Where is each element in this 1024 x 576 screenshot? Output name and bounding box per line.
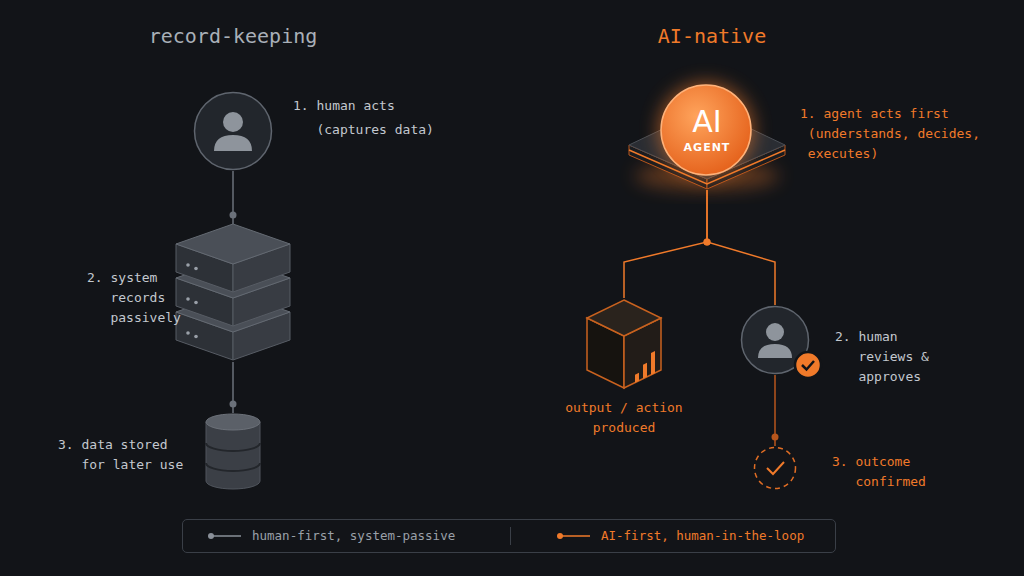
legend-divider (510, 527, 511, 545)
person-icon (740, 305, 810, 375)
shape-part (766, 323, 784, 341)
legend-text: AI-first, human-in-the-loop (601, 528, 804, 544)
shape-part (186, 331, 190, 335)
shape-part (206, 463, 260, 471)
shape-part (176, 224, 290, 264)
check-icon (753, 446, 797, 490)
cube-icon (585, 298, 663, 390)
shape-part (635, 373, 639, 383)
shape-part (643, 363, 647, 379)
agent-subtitle: AGENT (628, 141, 786, 155)
shape-part (194, 267, 198, 271)
shape-part (802, 361, 814, 370)
connector-dot (230, 401, 237, 408)
server-icon (174, 224, 292, 362)
shape-part (206, 414, 260, 430)
shape-part (206, 443, 260, 451)
shape-part (206, 422, 260, 489)
shape-part (186, 297, 190, 301)
legend-box: human-first, system-passive AI-first, hum… (182, 519, 836, 553)
reviewer-circle: 2. human reviews & approves (740, 305, 810, 375)
shape-part (795, 352, 821, 378)
legend-line (560, 535, 590, 537)
database-cylinder: 3. data stored for later use (205, 413, 261, 491)
step-text: 1. human acts (captures data) (293, 94, 446, 142)
shape-part (194, 301, 198, 305)
connector-dot (772, 434, 779, 441)
legend-sample (556, 531, 590, 541)
server-stack: 2. system records passively (174, 224, 292, 362)
shape-part (195, 93, 272, 170)
connector-line (624, 190, 707, 298)
connector-dot (704, 239, 711, 246)
shape-part (758, 344, 792, 358)
shape-part (587, 300, 661, 336)
legend-dot (557, 533, 563, 539)
shape-part (223, 112, 243, 132)
shape-part (651, 351, 655, 375)
step-text: 3. outcome confirmed (832, 452, 945, 492)
legend-line (211, 535, 241, 537)
connector-dot (230, 212, 237, 219)
output-cube: output / action produced (585, 298, 663, 390)
connector-line (707, 190, 775, 305)
shape-part (767, 462, 784, 474)
shape-part (755, 448, 796, 489)
legend-item: human-first, system-passive (207, 520, 455, 552)
connector-dot (704, 239, 711, 246)
legend-dot (208, 533, 214, 539)
step-text: 2. human reviews & approves (835, 327, 958, 387)
person-icon (193, 91, 273, 171)
legend-sample (207, 531, 241, 541)
agent-title: AI (628, 106, 786, 138)
ai-agent-platform: AIAGENT1. agent acts first (understands,… (628, 78, 786, 190)
output-caption: output / action produced (555, 398, 693, 438)
column-heading: AI-native (562, 23, 862, 49)
step-text: 2. system records passively (87, 268, 190, 328)
legend-text: human-first, system-passive (252, 528, 455, 544)
step-text: 3. data stored for later use (58, 435, 186, 475)
column-heading: record-keeping (83, 23, 383, 49)
shape-part (194, 335, 198, 339)
shape-part (214, 135, 252, 151)
person-circle: 1. human acts (captures data) (193, 91, 273, 171)
shape-part (186, 263, 190, 267)
database-icon (205, 413, 261, 491)
step-text: 1. agent acts first (understands, decide… (800, 104, 988, 164)
legend-item: AI-first, human-in-the-loop (556, 520, 804, 552)
outcome-check: 3. outcome confirmed (753, 446, 797, 490)
